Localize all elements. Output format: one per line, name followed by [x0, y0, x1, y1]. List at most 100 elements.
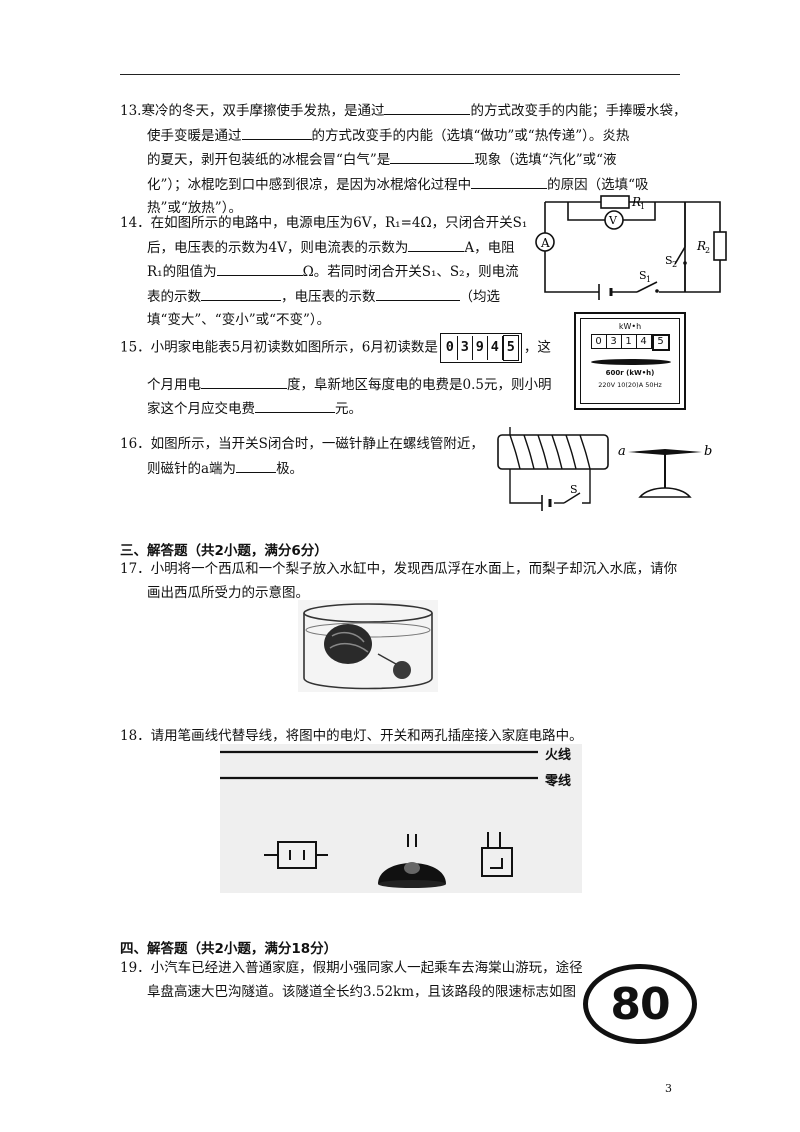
meter-digit: 5: [502, 335, 519, 361]
answer-blank[interactable]: [201, 285, 281, 301]
q14-text: 表的示数: [147, 288, 201, 305]
voltmeter-label: V: [608, 214, 618, 227]
q13-text: 的方式改变手的内能；手捧暖水袋，: [470, 103, 687, 119]
lamp-icon: [378, 834, 446, 888]
ammeter-label: A: [540, 236, 550, 250]
q15-text: 家这个月应交电费: [147, 401, 255, 417]
needle-end-b: b: [704, 444, 712, 459]
q14-text: A，电阻: [464, 239, 515, 256]
meter-digit: 1: [621, 334, 637, 349]
water-tank-figure: [298, 600, 438, 692]
meter-disc-icon: [591, 359, 671, 365]
s1-label: S: [639, 269, 647, 282]
q17-text: 17．小明将一个西瓜和一个梨子放入水缸中，发现西瓜浮在水面上，而梨子却沉入水底，…: [120, 561, 678, 577]
r1-label: R: [631, 195, 641, 209]
q16-text: 极。: [276, 460, 304, 477]
question-13: 13.寒冷的冬天，双手摩擦使手发热，是通过 的方式改变手的内能；手捧暖水袋， 使手…: [120, 99, 686, 221]
switch-s2-blade: [674, 202, 686, 265]
solenoid-diagram: S a b: [497, 427, 712, 511]
switch-icon: [481, 832, 513, 877]
answer-blank[interactable]: [390, 148, 475, 164]
question-19: 19．小汽车已经进入普通家庭，假期小强同家人一起乘车去海棠山游玩，途径 阜盘高速…: [120, 957, 583, 1004]
question-16: 16．如图所示，当开关S闭合时，一磁针静止在螺线管附近， 则磁针的a端为极。: [120, 433, 484, 481]
solenoid-core: [497, 434, 609, 470]
resistor-r2: [713, 231, 727, 261]
question-14: 14．在如图所示的电路中，电源电压为6V，R₁=4Ω，只闭合开关S₁ 后，电压表…: [120, 212, 527, 333]
speed-limit-value: 80: [610, 978, 670, 1030]
s2-subscript: 2: [672, 260, 677, 269]
wire: [659, 201, 721, 293]
pear-icon: [393, 661, 411, 679]
q13-text: 的方式改变手的内能（选填“做功”或“热传递”）。炎热: [311, 127, 630, 144]
s2-label: S: [665, 254, 673, 267]
q13-text: 的原因（选填“吸: [547, 176, 649, 193]
answer-blank[interactable]: [384, 99, 471, 115]
tank-wall: [303, 613, 433, 690]
section-3-title: 三、解答题（共2小题，满分6分）: [120, 543, 328, 559]
q19-text: 19．小汽车已经进入普通家庭，假期小强同家人一起乘车去海棠山游玩，途径: [120, 960, 583, 976]
r2-subscript: 2: [705, 246, 710, 255]
q14-text: Ω。若同时闭合开关S₁、S₂，则电流: [302, 264, 519, 280]
voltmeter-icon: [604, 210, 624, 230]
q15-text: ，这: [523, 339, 551, 356]
q13-text: 现象（选填“汽化”或“液: [474, 152, 617, 168]
meter-digit: 4: [636, 334, 652, 349]
answer-blank[interactable]: [236, 457, 277, 473]
meter-digit: 4: [488, 336, 503, 360]
household-circuit-figure: 火线 零线: [220, 744, 582, 893]
q13-text: 热”或“放热”）。: [147, 200, 242, 216]
answer-blank[interactable]: [408, 236, 465, 252]
switch-label: S: [570, 483, 578, 496]
meter-digit: 0: [443, 336, 458, 360]
answer-blank[interactable]: [375, 285, 460, 301]
q14-text: 后，电压表的示数为4V，则电流表的示数为: [147, 239, 409, 256]
answer-blank[interactable]: [216, 260, 303, 276]
section-4-title: 四、解答题（共2小题，满分18分）: [120, 941, 338, 957]
circuit-diagram: A V R 1 R 2 S 2 S 1: [535, 195, 727, 300]
r2-label: R: [696, 239, 706, 253]
q13-text: 13.寒冷的冬天，双手摩擦使手发热，是通过: [120, 103, 385, 119]
answer-blank[interactable]: [201, 373, 287, 389]
q14-text: （均选: [459, 288, 501, 305]
q15-text: 个月用电: [147, 376, 201, 393]
r1-subscript: 1: [640, 202, 645, 211]
meter-digit: 0: [590, 334, 607, 349]
wire: [544, 202, 599, 293]
meter-digit: 3: [458, 336, 473, 360]
meter-rate: 600r (kW•h): [605, 369, 655, 377]
q14-text: R₁的阻值为: [147, 264, 217, 280]
s1-subscript: 1: [646, 275, 651, 284]
answer-blank[interactable]: [255, 397, 335, 413]
two-pin-socket-icon: [264, 841, 328, 869]
switch-s1-blade: [636, 281, 658, 293]
electricity-meter: kW•h 0 3 1 4 5 600r (kW•h) 220V 10(20)A …: [574, 312, 686, 410]
q13-text: 的夏天，剥开包装纸的冰棍会冒“白气”是: [147, 152, 391, 168]
needle-end-a: a: [618, 444, 626, 459]
q14-text: 填“变大”、“变小”或“不变”）。: [147, 312, 331, 328]
q15-text: 元。: [335, 401, 362, 417]
meter-digit: 3: [606, 334, 622, 349]
meter-unit: kW•h: [618, 322, 642, 331]
live-wire-label: 火线: [545, 748, 572, 763]
question-18: 18．请用笔画线代替导线，将图中的电灯、开关和两孔插座接入家庭电路中。: [120, 725, 583, 749]
q15-text: 15．小明家电能表5月初读数如图所示，6月初读数是: [120, 339, 438, 356]
q13-text: 化”）；冰棍吃到口中感到很凉，是因为冰棍熔化过程中: [147, 176, 472, 193]
q16-text: 16．如图所示，当开关S闭合时，一磁针静止在螺线管附近，: [120, 436, 484, 452]
ammeter-icon: [535, 232, 555, 252]
question-17: 17．小明将一个西瓜和一个梨子放入水缸中，发现西瓜浮在水面上，而梨子却沉入水底，…: [120, 558, 677, 605]
solenoid-coil: [509, 427, 591, 504]
header-rule: [120, 74, 680, 75]
q14-text: 14．在如图所示的电路中，电源电压为6V，R₁=4Ω，只闭合开关S₁: [120, 215, 528, 231]
q18-text: 18．请用笔画线代替导线，将图中的电灯、开关和两孔插座接入家庭电路中。: [120, 728, 583, 744]
answer-blank[interactable]: [471, 173, 548, 189]
answer-blank[interactable]: [241, 124, 312, 140]
compass-needle: [628, 449, 702, 498]
q14-text: ，电压表的示数: [281, 288, 376, 305]
q13-text: 使手变暖是通过: [147, 127, 242, 144]
page-number: 3: [665, 1082, 672, 1095]
meter-digits: 0 3 1 4 5: [581, 334, 679, 351]
speed-limit-sign: 80: [583, 964, 697, 1044]
meter-digit: 9: [473, 336, 488, 360]
